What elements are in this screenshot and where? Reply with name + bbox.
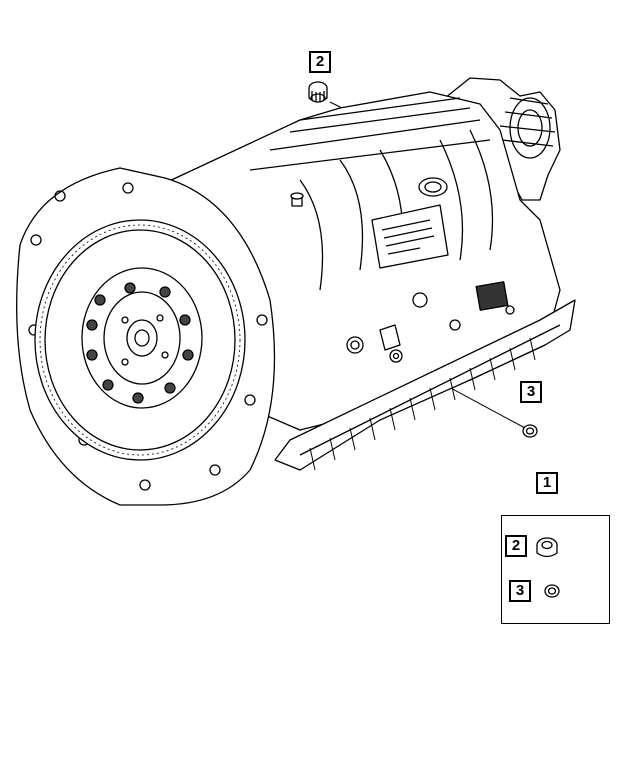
washer-icon	[522, 424, 538, 438]
kit-contents-box	[501, 515, 610, 624]
callout-plug: 2	[309, 51, 331, 73]
kit-plug-icon	[536, 537, 558, 558]
callout-kit-seal: 3	[509, 580, 531, 602]
callout-seal: 3	[520, 381, 542, 403]
plug-icon	[308, 81, 328, 103]
transmission-icon	[16, 77, 576, 506]
callout-kit: 1	[536, 472, 558, 494]
kit-washer-icon	[544, 584, 560, 598]
callout-kit-plug: 2	[505, 535, 527, 557]
